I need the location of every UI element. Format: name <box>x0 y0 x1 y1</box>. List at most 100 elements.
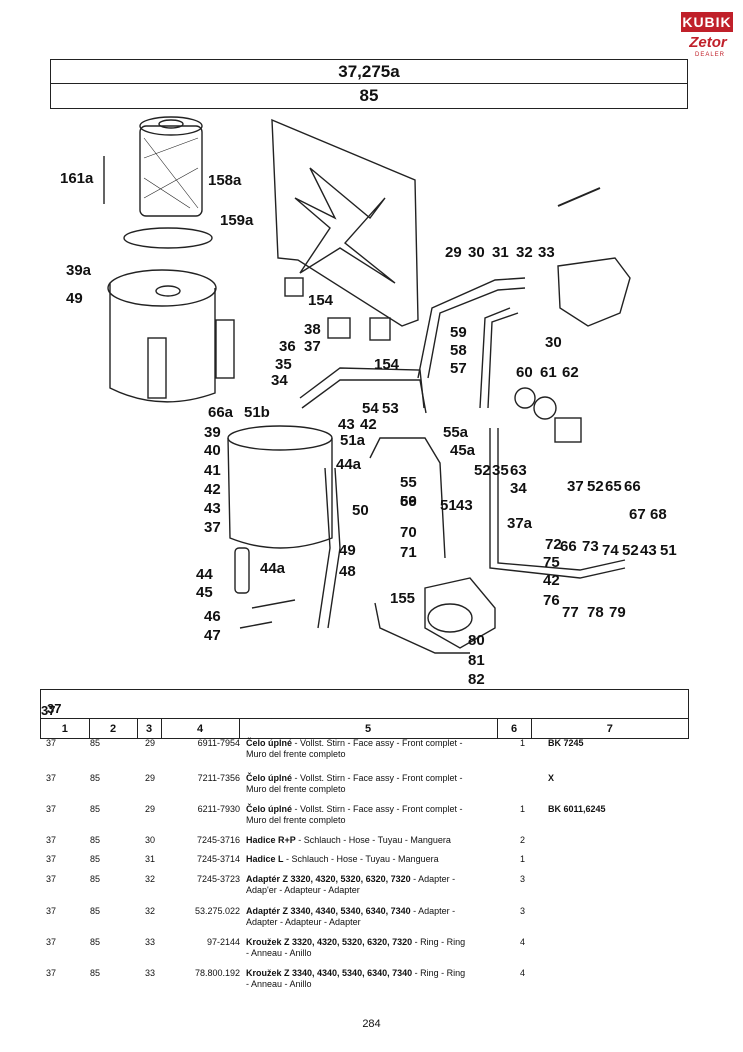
callout-40: 40 <box>204 442 221 459</box>
callout-33: 33 <box>538 244 555 261</box>
part-desc: - Schlauch - Hose - Tuyau - Manguera <box>295 835 451 845</box>
cell-c4: 7245-3714 <box>196 854 240 864</box>
part-desc: - Vollst. Stirn - Face assy - Front comp… <box>292 773 463 783</box>
callout-37: 37 <box>304 338 321 355</box>
callout-77: 77 <box>562 604 579 621</box>
cell-c3: 33 <box>145 968 156 978</box>
callout-63: 63 <box>510 462 527 479</box>
callout-69: 69 <box>400 493 417 510</box>
part-desc-2: Adapter - Adapteur - Adapter <box>246 917 361 927</box>
callout-82: 82 <box>468 671 485 688</box>
cell-c2: 85 <box>90 874 101 884</box>
cell-qty: 3 <box>520 874 526 884</box>
callout-56: 56 <box>400 493 417 510</box>
cell-c1: 37 <box>46 874 57 884</box>
col-6: 6 <box>497 719 532 738</box>
kubik-zetor-logo: KUBIK Zetor DEALER <box>681 12 733 60</box>
callout-61: 61 <box>540 364 557 381</box>
callout-35b: 35 <box>492 462 509 479</box>
part-name: Hadice R+P <box>246 835 296 845</box>
callout-37b: 37 <box>204 519 221 536</box>
callout-41: 41 <box>204 462 221 479</box>
callout-51b: 51b <box>244 404 270 421</box>
callout-45a: 45a <box>450 442 476 459</box>
callout-75: 75 <box>543 554 560 571</box>
part-desc: - Ring - Ring <box>412 937 466 947</box>
callout-53: 53 <box>382 400 399 417</box>
cell-c2: 85 <box>90 937 101 947</box>
callout-72: 72 <box>545 536 562 553</box>
callout-42: 42 <box>360 416 377 433</box>
callout-34: 34 <box>271 372 288 389</box>
cell-qty: 1 <box>520 854 526 864</box>
callout-30b: 30 <box>545 334 562 351</box>
col-5: 5 <box>239 719 498 738</box>
logo-dealer: DEALER <box>695 52 726 58</box>
callout-57: 57 <box>450 360 467 377</box>
callout-52c: 52 <box>622 542 639 559</box>
cell-c3: 30 <box>145 835 156 845</box>
cell-c2: 85 <box>90 773 101 783</box>
callout-154b: 154 <box>374 356 400 373</box>
cell-c1: 37 <box>46 906 57 916</box>
cell-qty: 4 <box>520 937 526 947</box>
part-desc-2: Muro del frente completo <box>246 784 346 794</box>
callout-54: 54 <box>362 400 379 417</box>
cell-note: X <box>548 773 555 783</box>
part-desc: - Adapter - <box>410 906 456 916</box>
cell-description: Adaptér Z 3320, 4320, 5320, 6320, 7320 -… <box>246 874 496 896</box>
cell-c2: 85 <box>90 738 101 748</box>
group-left: 37 <box>47 701 62 716</box>
cell-c4: 6211-7930 <box>197 804 240 814</box>
cell-c1: 37 <box>46 804 57 814</box>
col-3: 3 <box>137 719 162 738</box>
part-name: Čelo úplné <box>246 773 293 783</box>
parts-table-header: 37 37 1 2 3 4 5 6 7 <box>40 689 689 739</box>
callout-71: 71 <box>400 544 417 561</box>
callout-34b: 34 <box>510 480 527 497</box>
cell-c3: 29 <box>145 738 156 748</box>
cell-c1: 37 <box>46 773 57 783</box>
callout-49b: 49 <box>339 542 356 559</box>
callout-51a: 51a <box>340 432 366 449</box>
page-code: 85 <box>51 83 687 108</box>
callout-44a: 44a <box>336 456 362 473</box>
callout-55: 55 <box>400 474 417 491</box>
cell-description: Čelo úplné - Vollst. Stirn - Face assy -… <box>246 804 496 826</box>
cell-description: Adaptér Z 3340, 4340, 5340, 6340, 7340 -… <box>246 906 496 928</box>
callout-43: 43 <box>338 416 355 433</box>
cell-c3: 32 <box>145 874 156 884</box>
cell-qty: 4 <box>520 968 526 978</box>
callout-51c: 51 <box>660 542 677 559</box>
cell-description: Čelo úplné - Vollst. Stirn - Face assy -… <box>246 738 496 760</box>
part-desc: - Ring - Ring <box>412 968 466 978</box>
callout-37a: 37a <box>507 515 533 532</box>
callout-158a: 158a <box>208 172 242 189</box>
cell-c4: 7245-3723 <box>196 874 240 884</box>
cell-c3: 29 <box>145 804 156 814</box>
callout-66a: 66a <box>208 404 234 421</box>
callout-80: 80 <box>468 632 485 649</box>
part-name: Čelo úplné <box>246 804 293 814</box>
callout-60: 60 <box>516 364 533 381</box>
cell-c2: 85 <box>90 835 101 845</box>
callout-44: 44 <box>196 566 213 583</box>
column-headers: 1 2 3 4 5 6 7 <box>41 719 688 738</box>
callout-29: 29 <box>445 244 462 261</box>
cell-c1: 37 <box>46 738 57 748</box>
header-box: 37,275a 85 <box>50 59 688 109</box>
part-desc: - Vollst. Stirn - Face assy - Front comp… <box>292 738 463 748</box>
callout-43c: 43 <box>456 497 473 514</box>
cell-c3: 31 <box>145 854 156 864</box>
part-desc-2: Adap'er - Adapteur - Adapter <box>246 885 360 895</box>
page-number: 284 <box>362 1018 381 1030</box>
cell-c4: 53.275.022 <box>194 906 240 916</box>
callout-42c: 42 <box>543 572 560 589</box>
part-desc: - Vollst. Stirn - Face assy - Front comp… <box>292 804 463 814</box>
group-right: 37 <box>41 703 56 718</box>
cell-note: BK 7245 <box>548 738 584 748</box>
cell-c3: 29 <box>145 773 156 783</box>
callout-43b: 43 <box>204 500 221 517</box>
logo-zetor: Zetor <box>689 34 727 51</box>
cell-c4: 7245-3716 <box>196 835 240 845</box>
